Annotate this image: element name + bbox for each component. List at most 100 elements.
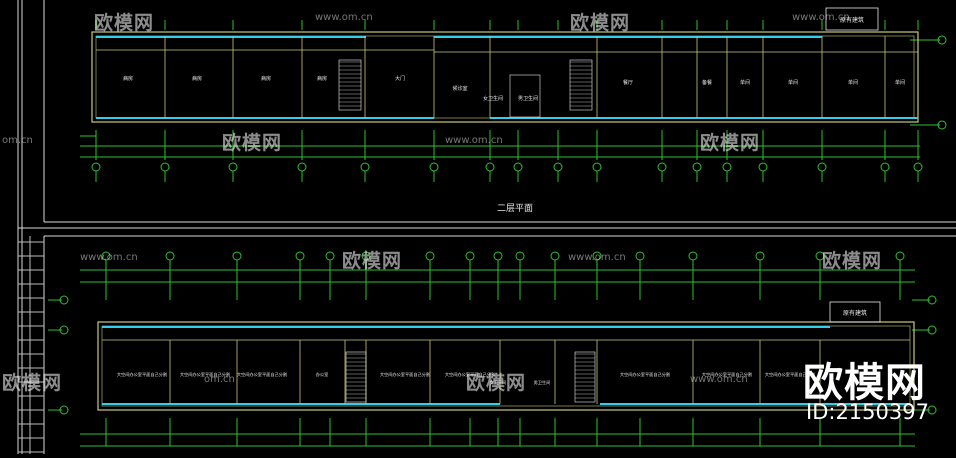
- watermark-logo: 欧模网: [466, 372, 527, 394]
- axis-bubble: [927, 295, 937, 305]
- room-label: 病房: [317, 75, 327, 82]
- room-label: 大空间办公室平面自己分割: [620, 371, 670, 378]
- room-label: 大空间办公室平面自己分割: [445, 371, 495, 378]
- room-label: 大空间办公室平面自己分割: [380, 371, 430, 378]
- room-label: 单间: [788, 79, 798, 86]
- stair: [345, 351, 367, 403]
- axis-bubble: [927, 325, 937, 335]
- axis-bubble: [657, 162, 667, 172]
- room-label: 办公室: [316, 371, 329, 378]
- axis-bubble: [325, 251, 335, 261]
- axis-bubble: [493, 251, 503, 261]
- axis-bubble: [635, 251, 645, 261]
- axis-bubble: [592, 162, 602, 172]
- watermark-url: www.om.cn: [315, 12, 373, 23]
- watermark-logo: 欧模网: [222, 132, 283, 154]
- axis-bubble: [91, 162, 101, 172]
- drawing-frame: [17, 0, 956, 454]
- watermark-url: om.cn: [204, 374, 235, 385]
- axis-bubble: [553, 162, 563, 172]
- axis-bubble: [228, 162, 238, 172]
- watermark-url: www.om.cn: [792, 12, 850, 23]
- axis-bubble: [817, 162, 827, 172]
- plan-title-second-floor: 二层平面: [497, 204, 534, 214]
- room-label: 单间: [740, 79, 750, 86]
- axis-bubble: [425, 251, 435, 261]
- stair: [338, 59, 362, 111]
- room-label: 大空间办公室平面自己分割: [180, 371, 230, 378]
- watermark-url: www.om.cn: [568, 252, 626, 263]
- axis-bubble: [927, 405, 937, 415]
- room-label: 大空间办公室平面自己分割: [237, 371, 287, 378]
- watermark-logo: 欧模网: [822, 250, 883, 272]
- room-label: 候诊室: [452, 85, 467, 92]
- existing-building-tag-box: [825, 7, 879, 31]
- axis-bubble: [913, 162, 923, 172]
- axis-bubble: [295, 251, 305, 261]
- axis-bubble: [513, 162, 523, 172]
- axis-bubble: [880, 162, 890, 172]
- room-label: 病房: [192, 75, 202, 82]
- axis-bubble: [297, 162, 307, 172]
- watermark-logo: 欧模网: [342, 250, 403, 272]
- brand-logo-text: 欧模网: [803, 360, 926, 406]
- axis-bubble: [465, 251, 475, 261]
- watermark-logo: 欧模网: [570, 12, 631, 34]
- axis-bubble: [59, 295, 69, 305]
- stair: [574, 351, 596, 403]
- axis-bubble: [160, 162, 170, 172]
- exterior-wall: [91, 31, 919, 123]
- axis-bubble: [360, 162, 370, 172]
- room-label: 大空间办公室平面自己分割: [765, 371, 815, 378]
- room-label: 备餐: [702, 79, 712, 86]
- existing-building-tag-box: [829, 301, 881, 323]
- axis-bubble: [758, 162, 768, 172]
- room-label: 男卫生间: [518, 95, 538, 102]
- axis-bubble: [429, 162, 439, 172]
- watermark-logo: 欧模网: [2, 372, 63, 394]
- room-label: 餐厅: [623, 79, 633, 86]
- watermark-logo: 欧模网: [700, 132, 761, 154]
- room-label: 女卫生间: [483, 95, 503, 102]
- room-label: 男卫生间: [534, 379, 551, 386]
- watermark-url: om.cn: [2, 135, 33, 146]
- room-label: 女卫生间: [490, 379, 507, 386]
- restroom-fixtures: [509, 74, 541, 118]
- room-label: 大门: [395, 75, 405, 82]
- axis-bubble: [59, 405, 69, 415]
- axis-bubble: [59, 325, 69, 335]
- watermark-logo: 欧模网: [94, 12, 155, 34]
- axis-bubble: [937, 35, 947, 45]
- interior-wall-line: [95, 35, 915, 119]
- room-label: 病房: [261, 75, 271, 82]
- axis-bubble: [485, 162, 495, 172]
- axis-bubble: [722, 162, 732, 172]
- axis-bubble: [232, 251, 242, 261]
- room-label: 病房: [123, 75, 133, 82]
- room-label: 大空间办公室平面自己分割: [702, 371, 752, 378]
- watermark-url: www.om.cn: [690, 374, 748, 385]
- exterior-wall: [97, 321, 915, 411]
- axis-bubble: [895, 251, 905, 261]
- lower-floor-plan: 原有建筑大空间办公室平面自己分割大空间办公室平面自己分割大空间办公室平面自己分割…: [97, 301, 915, 411]
- brand-id-label: ID:2150397: [806, 400, 929, 424]
- axis-bubble: [688, 251, 698, 261]
- room-label: 单间: [895, 79, 905, 86]
- axis-bubble: [755, 251, 765, 261]
- existing-building-tag: 原有建筑: [840, 16, 864, 24]
- existing-building-tag: 原有建筑: [843, 309, 867, 317]
- axis-bubble: [550, 251, 560, 261]
- watermark-url: www.om.cn: [445, 135, 503, 146]
- axis-bubble: [937, 120, 947, 130]
- axis-bubble: [692, 162, 702, 172]
- axis-bubble: [165, 251, 175, 261]
- room-label: 大空间办公室平面自己分割: [117, 371, 167, 378]
- watermark-url: www.om.cn: [80, 252, 138, 263]
- room-label: 单间: [848, 79, 858, 86]
- stair: [569, 59, 593, 111]
- axis-bubble: [515, 251, 525, 261]
- axis-grid-lines: [48, 20, 947, 447]
